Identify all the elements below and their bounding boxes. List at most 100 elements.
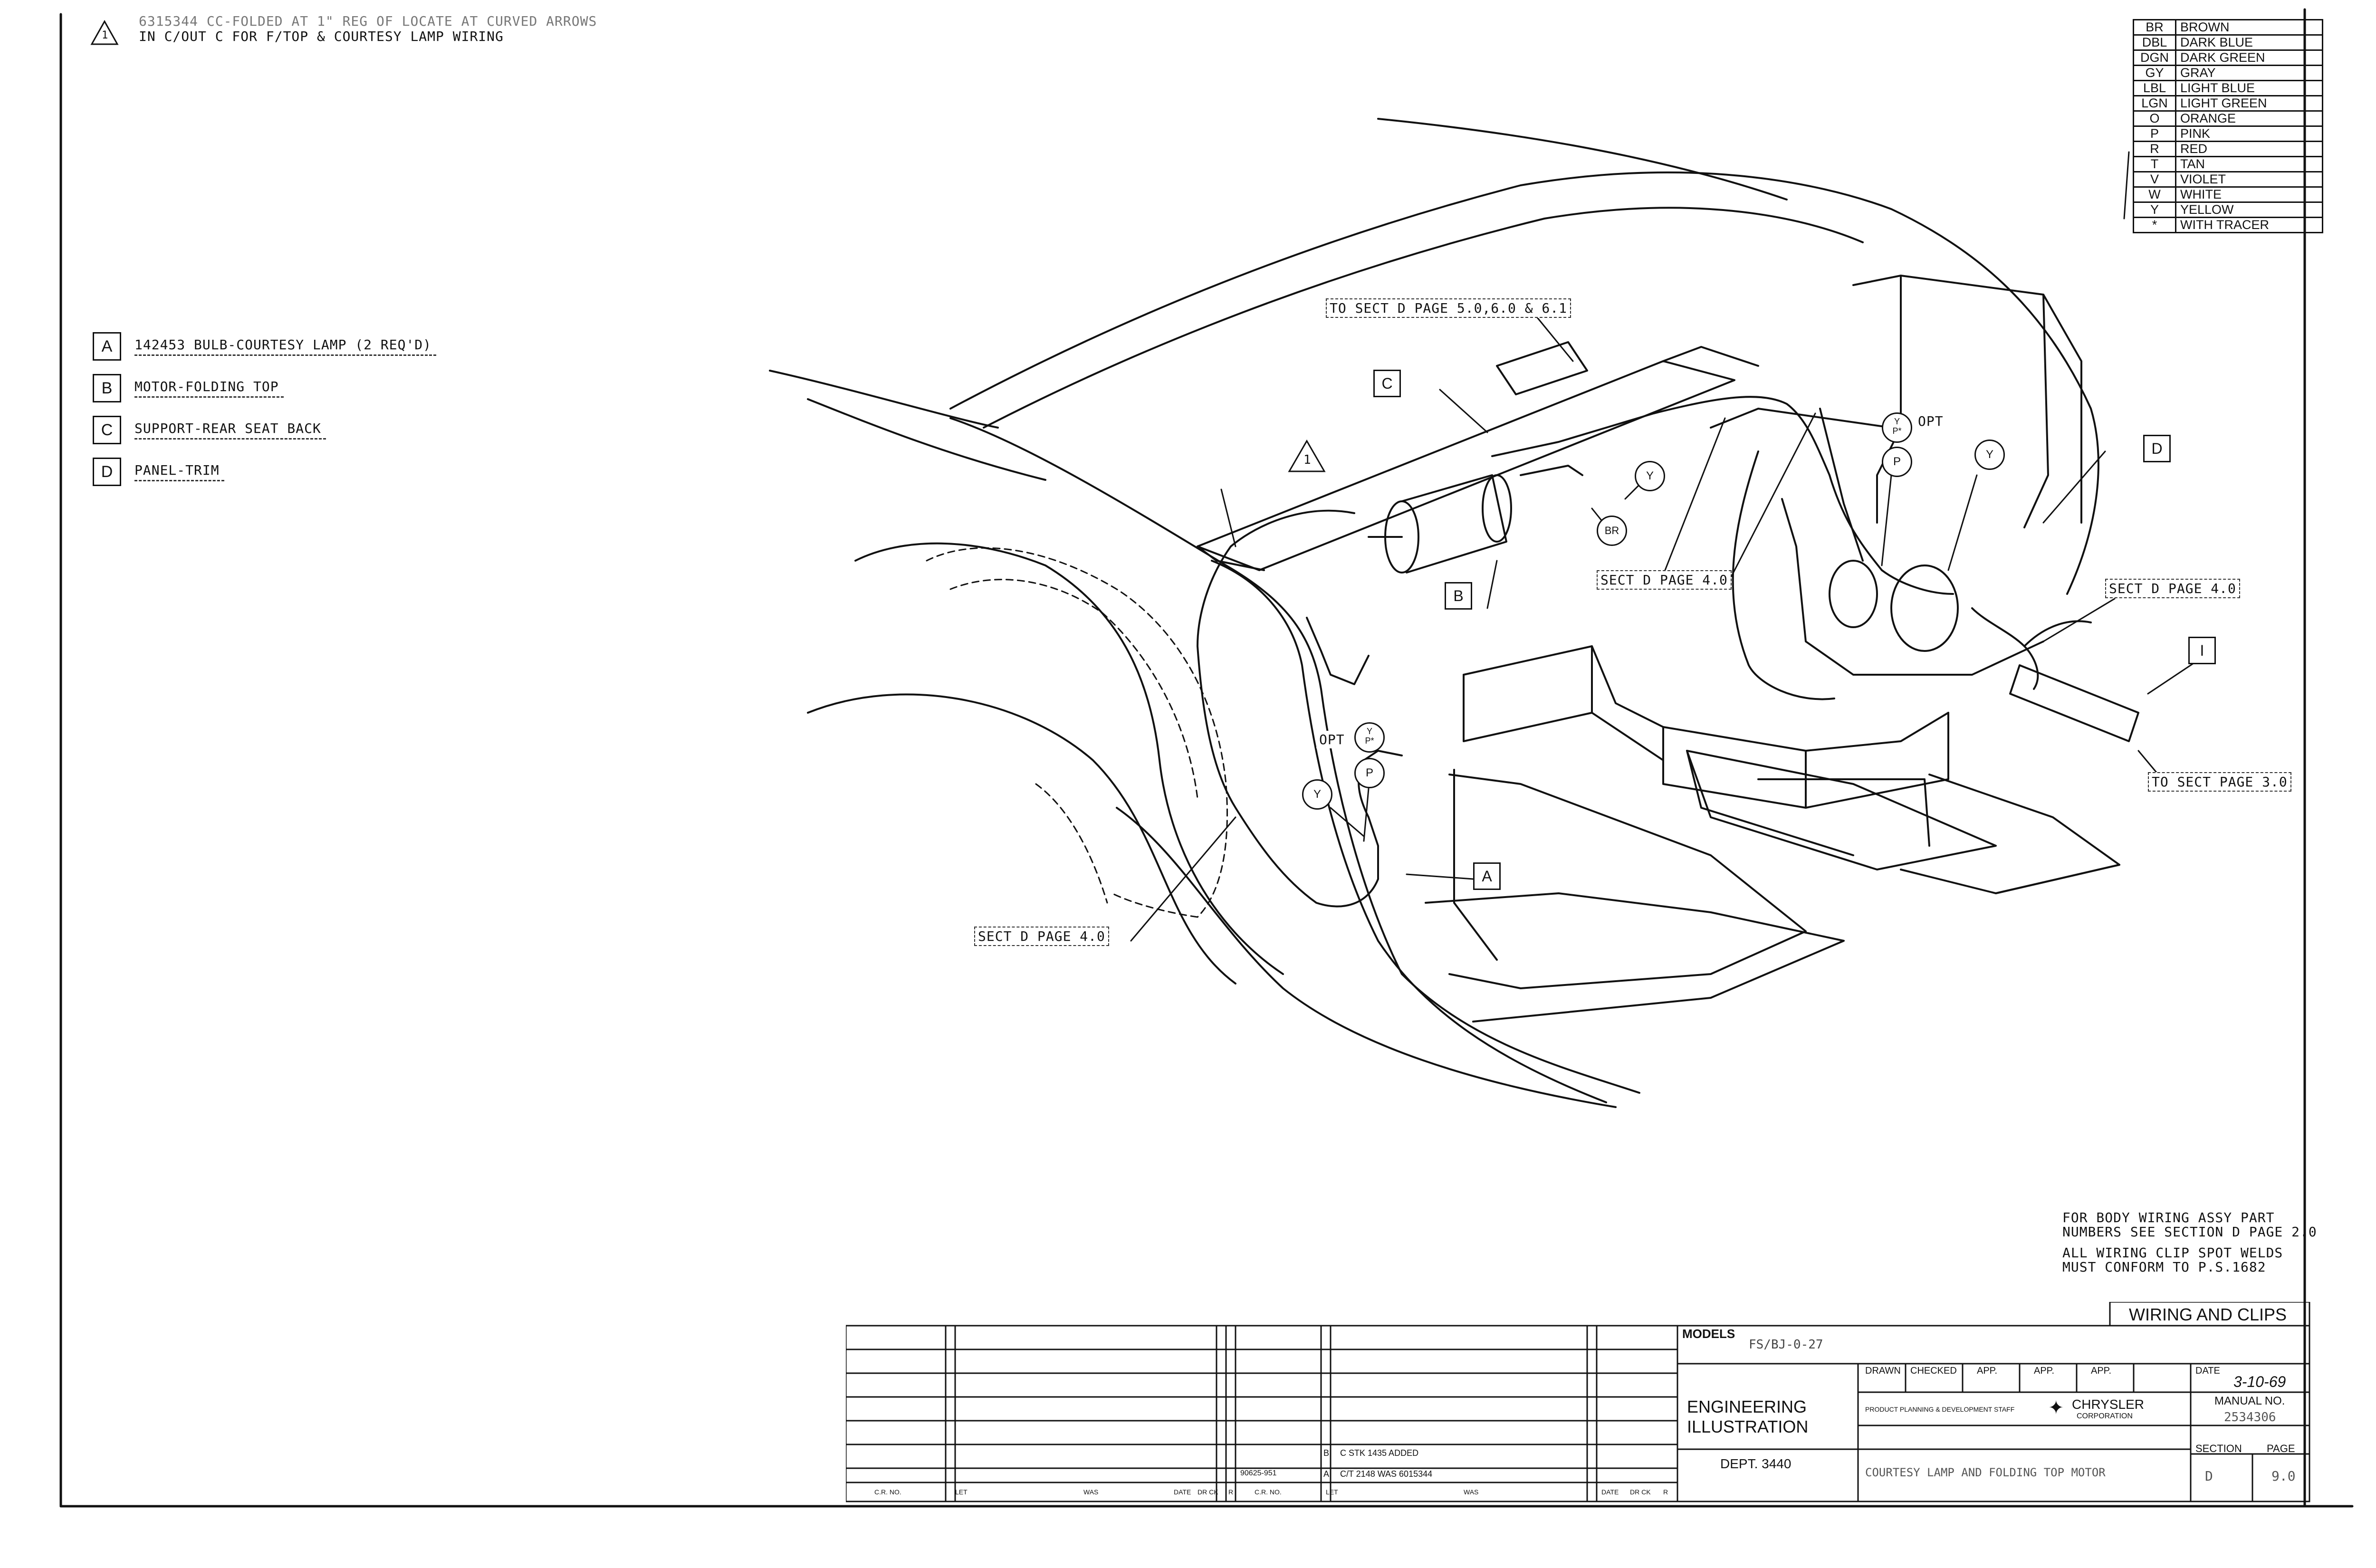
dept-title-line1: ENGINEERING <box>1687 1397 1807 1416</box>
col-cr-no: C.R. NO. <box>874 1488 901 1496</box>
wire-color-circle-y-right: Y <box>1974 440 2005 470</box>
wiring-harness <box>1197 396 2092 908</box>
legend-key: B <box>93 374 121 402</box>
checked-label: CHECKED <box>1910 1366 1957 1376</box>
revision-flag-icon: 1 <box>90 19 119 46</box>
legend-key: A <box>93 332 121 361</box>
sheet-title: WIRING AND CLIPS <box>2129 1305 2287 1324</box>
models-value: FS/BJ-0-27 <box>1749 1338 1823 1352</box>
revision-entry-2: C/T 2148 WAS 6015344 <box>1340 1469 1433 1479</box>
color-code: DBL <box>2133 34 2176 51</box>
color-name: LIGHT GREEN <box>2175 95 2323 112</box>
date-value: 3-10-69 <box>2233 1373 2286 1390</box>
wire-color-circle-y-star-left: Y P* <box>1354 722 1385 753</box>
wire-color-circle-y-1: Y <box>1635 461 1665 491</box>
wire-color-p-star: P* <box>1892 426 1902 436</box>
legend-item-b: B MOTOR-FOLDING TOP <box>93 374 284 402</box>
col-cr-no-2: C.R. NO. <box>1255 1488 1282 1496</box>
planning-staff: PRODUCT PLANNING & DEVELOPMENT STAFF <box>1865 1405 2015 1413</box>
col-dr-ck-2: DR CK <box>1630 1488 1651 1496</box>
header-note-line1: 6315344 CC-FOLDED AT 1" REG OF LOCATE AT… <box>139 13 597 29</box>
col-dr-ck: DR CK <box>1198 1488 1218 1496</box>
brand-name: CHRYSLER <box>2072 1397 2144 1412</box>
rear-quarter-panel <box>1710 275 2139 742</box>
legend-label: PANEL-TRIM <box>134 462 224 481</box>
chrysler-pentastar-icon: ✦ <box>2048 1397 2064 1418</box>
dept-title-line2: ILLUSTRATION <box>1687 1417 1809 1436</box>
color-code: O <box>2133 110 2176 127</box>
revision-entry-1: C STK 1435 ADDED <box>1340 1448 1419 1458</box>
color-code-row: *WITH TRACER <box>2133 217 2323 233</box>
flag-triangle-number: 1 <box>1303 453 1311 467</box>
color-name: DARK GREEN <box>2175 49 2323 66</box>
revision-ref: 90625-951 <box>1240 1469 1277 1477</box>
app-label-2: APP. <box>2034 1366 2054 1376</box>
wire-color-circle-p-left: P <box>1354 758 1385 788</box>
color-name: LIGHT BLUE <box>2175 80 2323 96</box>
manual-label: MANUAL NO. <box>2214 1395 2285 1407</box>
col-date-2: DATE <box>1601 1488 1619 1496</box>
wire-color-p-star: P* <box>1365 736 1374 746</box>
wire-color-circle-p-right: P <box>1882 447 1912 477</box>
callout-to-sect-d-page-5: TO SECT D PAGE 5.0,6.0 & 6.1 <box>1326 298 1571 318</box>
color-code: BR <box>2133 19 2176 36</box>
callout-to-sect-page-3: TO SECT PAGE 3.0 <box>2148 772 2291 792</box>
wire-color-y: Y <box>1366 727 1372 736</box>
key-box-d: D <box>2143 435 2171 462</box>
drawing-description: COURTESY LAMP AND FOLDING TOP MOTOR <box>1865 1466 2106 1479</box>
key-box-c: C <box>1373 370 1401 397</box>
color-code: LGN <box>2133 95 2176 112</box>
color-code: R <box>2133 141 2176 157</box>
color-name: PINK <box>2175 125 2323 142</box>
dept-number: DEPT. 3440 <box>1720 1456 1792 1471</box>
wire-color-circle-y-star-right: Y P* <box>1882 412 1912 443</box>
models-label: MODELS <box>1682 1327 1735 1341</box>
rev-symbol-b: B <box>1323 1448 1330 1458</box>
legend-item-a: A 142453 BULB-COURTESY LAMP (2 REQ'D) <box>93 332 437 361</box>
floor-panels <box>1425 645 2120 1023</box>
legend-item-c: C SUPPORT-REAR SEAT BACK <box>93 416 326 444</box>
color-name: GRAY <box>2175 65 2323 81</box>
callout-sect-d-page-4-right: SECT D PAGE 4.0 <box>2105 579 2240 598</box>
color-code: LBL <box>2133 80 2176 96</box>
legend-item-d: D PANEL-TRIM <box>93 458 224 486</box>
legend-label: 142453 BULB-COURTESY LAMP (2 REQ'D) <box>134 337 437 356</box>
col-let: LET <box>955 1488 968 1496</box>
color-code: Y <box>2133 201 2176 218</box>
folding-top-motor <box>1368 474 1512 574</box>
legend-key: D <box>93 458 121 486</box>
page-value: 9.0 <box>2271 1468 2296 1484</box>
callout-sect-d-page-4-left: SECT D PAGE 4.0 <box>974 927 1109 946</box>
callout-opt-right: OPT <box>1915 412 1946 430</box>
color-name: YELLOW <box>2175 201 2323 218</box>
color-code: T <box>2133 156 2176 172</box>
wire-color-circle-y-left: Y <box>1302 779 1332 810</box>
color-code: P <box>2133 125 2176 142</box>
color-code: GY <box>2133 65 2176 81</box>
drawn-label: DRAWN <box>1865 1366 1901 1376</box>
callout-sect-d-page-4-center: SECT D PAGE 4.0 <box>1597 570 1732 590</box>
flag-triangle-icon: 1 <box>1288 440 1326 473</box>
color-name: DARK BLUE <box>2175 34 2323 51</box>
page-label: PAGE <box>2267 1443 2295 1454</box>
key-box-b: B <box>1445 582 1472 610</box>
header-note-line2: IN C/OUT C FOR F/TOP & COURTESY LAMP WIR… <box>139 29 504 44</box>
date-label: DATE <box>2195 1366 2220 1376</box>
legend-label: SUPPORT-REAR SEAT BACK <box>134 421 326 440</box>
wire-color-circle-br: BR <box>1597 516 1627 546</box>
color-name: RED <box>2175 141 2323 157</box>
col-was: WAS <box>1083 1488 1099 1496</box>
app-label-3: APP. <box>2091 1366 2111 1376</box>
legend-key: C <box>93 416 121 444</box>
